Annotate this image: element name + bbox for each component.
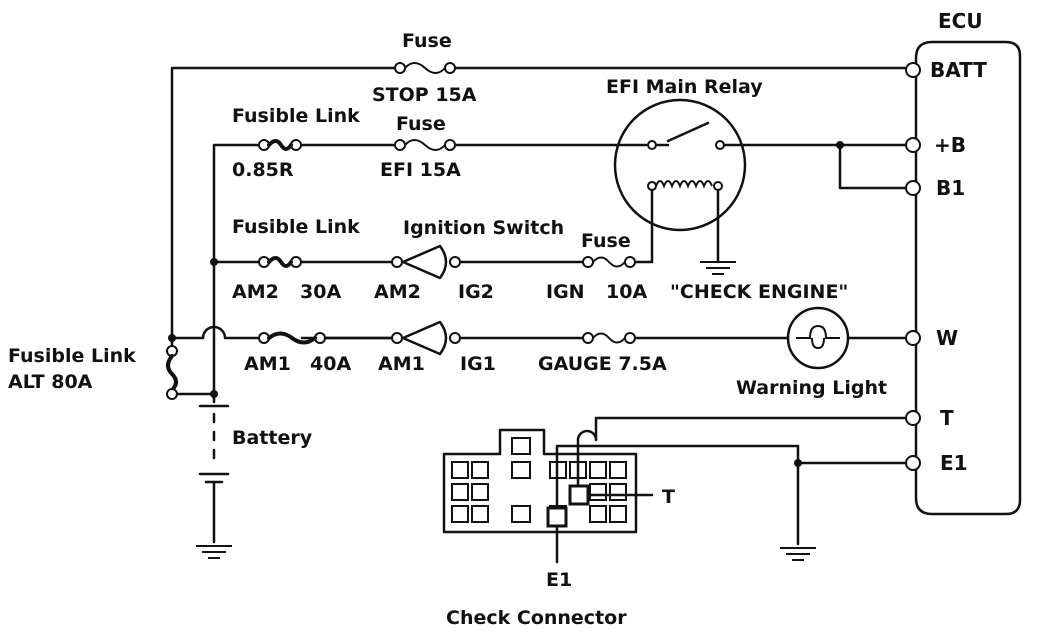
pin-b1 — [905, 180, 921, 196]
relay-label: EFI Main Relay — [606, 76, 763, 98]
ecu-block: ECU BATT +B B1 W T E1 — [905, 9, 1022, 516]
ig2-line: Fusible Link Ignition Switch Fuse AM2 30… — [212, 216, 647, 303]
efi-line: Fusible Link 0.85R Fuse EFI 15A — [212, 105, 648, 400]
fuse-gauge-terminal-left — [582, 332, 594, 344]
ecu-title: ECU — [938, 9, 983, 33]
switch-ig2-label: IG2 — [458, 281, 494, 303]
fuse-ign-rating: 10A — [606, 281, 647, 303]
connector-housing — [442, 428, 638, 534]
pin-w — [905, 330, 921, 346]
fuse-stop-element — [404, 62, 446, 74]
connector-pin-t — [568, 484, 590, 506]
alt-link-line1: Fusible Link — [8, 345, 136, 367]
am2-link-name: AM2 — [232, 281, 279, 303]
junction-plus-b — [836, 141, 844, 149]
alt-link-element — [166, 354, 178, 392]
check-connector: T E1 Check Connector — [442, 416, 908, 629]
pin-label-plus-b: +B — [934, 133, 966, 157]
alt-link-line2: ALT 80A — [8, 371, 93, 393]
battery-label: Battery — [232, 427, 313, 449]
fuse-ign-name: IGN — [546, 281, 585, 303]
fuse-gauge-element — [592, 332, 626, 344]
am1-link-name: AM1 — [244, 353, 291, 375]
pin-label-batt: BATT — [930, 58, 987, 82]
ignition-switch-ig1-terminal — [449, 332, 461, 344]
fuse-stop-rating: STOP 15A — [372, 84, 477, 106]
fuse-ign-terminal-left — [582, 256, 594, 268]
ignition-switch-am1-terminal — [391, 332, 403, 344]
switch-ig1-label: IG1 — [460, 353, 496, 375]
junction-e1 — [794, 459, 802, 467]
check-engine-title: "CHECK ENGINE" — [670, 281, 848, 303]
switch-am2-label: AM2 — [374, 281, 421, 303]
fusible-link-am2-element — [267, 256, 293, 268]
ignition-switch-ig2-body — [401, 244, 448, 280]
ignition-switch-label: Ignition Switch — [403, 217, 564, 239]
ignition-switch-ig2-terminal — [449, 256, 461, 268]
relay-switch-arm — [666, 121, 710, 143]
fuse-stop-label: Fuse — [402, 30, 452, 52]
switch-am1-label: AM1 — [378, 353, 425, 375]
ignition-switch-am2-terminal — [391, 256, 403, 268]
fusible-link-am2-label: Fusible Link — [232, 216, 360, 238]
pin-label-b1: B1 — [936, 176, 965, 200]
fuse-efi-rating: EFI 15A — [380, 159, 461, 181]
pin-plus-b — [905, 137, 921, 153]
pin-label-w: W — [936, 326, 958, 350]
battery-ground — [196, 545, 232, 559]
relay-coil — [655, 180, 713, 189]
alt-link-and-battery: Fusible Link ALT 80A Battery — [8, 258, 313, 559]
pin-batt — [905, 62, 921, 78]
fuse-efi-element — [404, 139, 446, 151]
fuse-ign-terminal-right — [624, 256, 636, 268]
fuse-efi-terminal-right — [444, 139, 456, 151]
alt-link-terminal-bottom — [166, 388, 178, 400]
connector-title: Check Connector — [446, 607, 627, 629]
e1-ground — [780, 547, 816, 561]
fuse-ign-element — [592, 256, 626, 268]
fuse-stop-terminal-left — [394, 62, 406, 74]
fuse-stop-terminal-right — [444, 62, 456, 74]
efi-main-relay: EFI Main Relay — [606, 76, 908, 275]
batt-line: Fuse STOP 15A — [170, 30, 908, 340]
fusible-link-efi-label: Fusible Link — [232, 105, 360, 127]
fuse-efi-label: Fuse — [396, 113, 446, 135]
am1-link-rating: 40A — [310, 353, 351, 375]
fuse-efi-terminal-left — [394, 139, 406, 151]
pin-t — [905, 410, 921, 426]
am2-link-rating: 30A — [300, 281, 341, 303]
fuse-gauge-rating: GAUGE 7.5A — [538, 353, 667, 375]
fusible-link-efi-element — [267, 139, 293, 151]
fusible-link-am1-element — [267, 331, 317, 345]
junction-efi-feed — [210, 258, 218, 266]
connector-pin-e1 — [546, 506, 568, 528]
warning-light-caption: Warning Light — [736, 377, 887, 399]
ignition-switch-ig1-body — [401, 320, 448, 356]
pin-label-e1: E1 — [940, 451, 968, 475]
fusible-link-efi-rating: 0.85R — [232, 159, 294, 181]
connector-t-label: T — [662, 486, 675, 508]
ig1-line: AM1 40A AM1 IG1 GAUGE 7.5A "CHECK ENGINE… — [168, 281, 908, 399]
pin-label-t: T — [940, 406, 954, 430]
fuse-gauge-terminal-right — [624, 332, 636, 344]
lamp-filament — [796, 324, 840, 339]
fuse-ign-label: Fuse — [581, 230, 631, 252]
pin-e1 — [905, 455, 921, 471]
connector-e1-label: E1 — [546, 569, 572, 591]
